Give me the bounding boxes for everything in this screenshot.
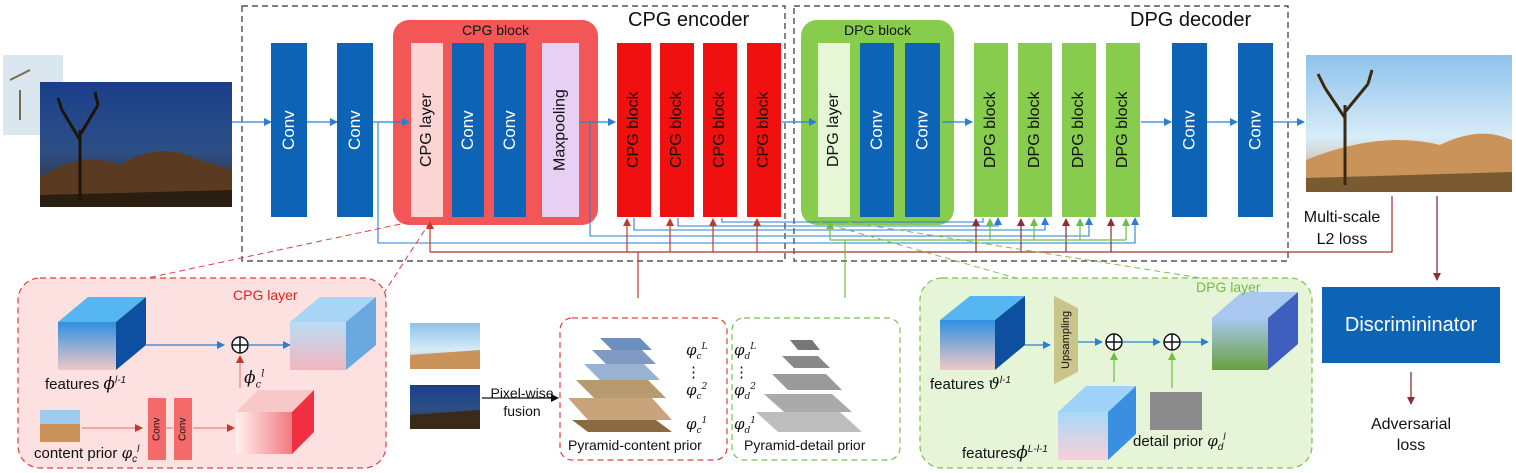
- dpg-block-4: DPG block: [1106, 43, 1140, 217]
- dpg-block-1: DPG block: [974, 43, 1008, 217]
- dpg-block-2: DPG block: [1018, 43, 1052, 217]
- small-conv-2: Conv: [177, 417, 189, 441]
- cpg-block-2: CPG block: [660, 43, 694, 217]
- l2-loss-line2: L2 loss: [1316, 231, 1368, 248]
- discriminator-box: Discrimininator: [1344, 313, 1478, 336]
- decoder-conv-1: Conv: [1172, 43, 1207, 217]
- cpg-layer-panel-title: CPG layer: [233, 287, 298, 303]
- adversarial-loss: Adversarial loss: [1346, 414, 1476, 456]
- cpg-block-title: CPG block: [462, 22, 529, 38]
- detail-prior-label: detail prior φdl: [1133, 432, 1226, 453]
- pyramid-detail-label: Pyramid-detail prior: [744, 437, 866, 453]
- features-phi-label: features ϕl-1: [45, 374, 127, 394]
- pyramid-content-label: Pyramid-content prior: [568, 437, 702, 453]
- pixelwise-fusion-label: Pixel-wise fusion: [484, 384, 560, 420]
- encoder-conv-1: Conv: [271, 43, 307, 217]
- decoder-conv-2: Conv: [1238, 43, 1273, 217]
- small-conv-1: Conv: [151, 417, 163, 441]
- content-prior-label: content prior φcl: [34, 444, 140, 465]
- dpg-block-3: DPG block: [1062, 43, 1096, 217]
- dpg-block-title: DPG block: [844, 22, 911, 38]
- dpg-block-conv-1: Conv: [860, 43, 894, 217]
- upsampling-layer: Upsampling: [1060, 310, 1072, 370]
- cpg-block-conv-1: Conv: [452, 43, 484, 217]
- adv-loss-line1: Adversarial: [1370, 416, 1452, 433]
- adv-loss-line2: loss: [1396, 437, 1426, 454]
- cpg-block-4: CPG block: [747, 43, 781, 217]
- dpg-layer-panel-title: DPG layer: [1196, 279, 1261, 295]
- features-phi-dpg-label: featuresϕL-l-1: [962, 443, 1048, 463]
- phi-c-label: ϕcl: [244, 368, 265, 391]
- dpg-layer: DPG layer: [818, 43, 850, 217]
- encoder-title: CPG encoder: [628, 9, 750, 31]
- cpg-block-conv-2: Conv: [494, 43, 526, 217]
- detail-prior-levels: φdL ⋮ φd2 φd1: [734, 341, 757, 436]
- fusion-line1: Pixel-wise: [490, 385, 554, 401]
- maxpooling-layer: Maxpooling: [542, 43, 579, 217]
- encoder-conv-2: Conv: [337, 43, 373, 217]
- content-prior-levels: φcL ⋮ φc2 φc1: [686, 341, 708, 436]
- l2-loss-line1: Multi-scale: [1303, 209, 1381, 226]
- fusion-line2: fusion: [503, 403, 541, 419]
- cpg-block-1: CPG block: [617, 43, 651, 217]
- dpg-block-conv-2: Conv: [905, 43, 940, 217]
- cpg-layer: CPG layer: [411, 43, 443, 217]
- features-theta-label: features ϑl-1: [930, 374, 1011, 393]
- decoder-title: DPG decoder: [1130, 9, 1252, 31]
- multiscale-l2-loss: Multi-scale L2 loss: [1296, 207, 1388, 251]
- cpg-block-3: CPG block: [703, 43, 737, 217]
